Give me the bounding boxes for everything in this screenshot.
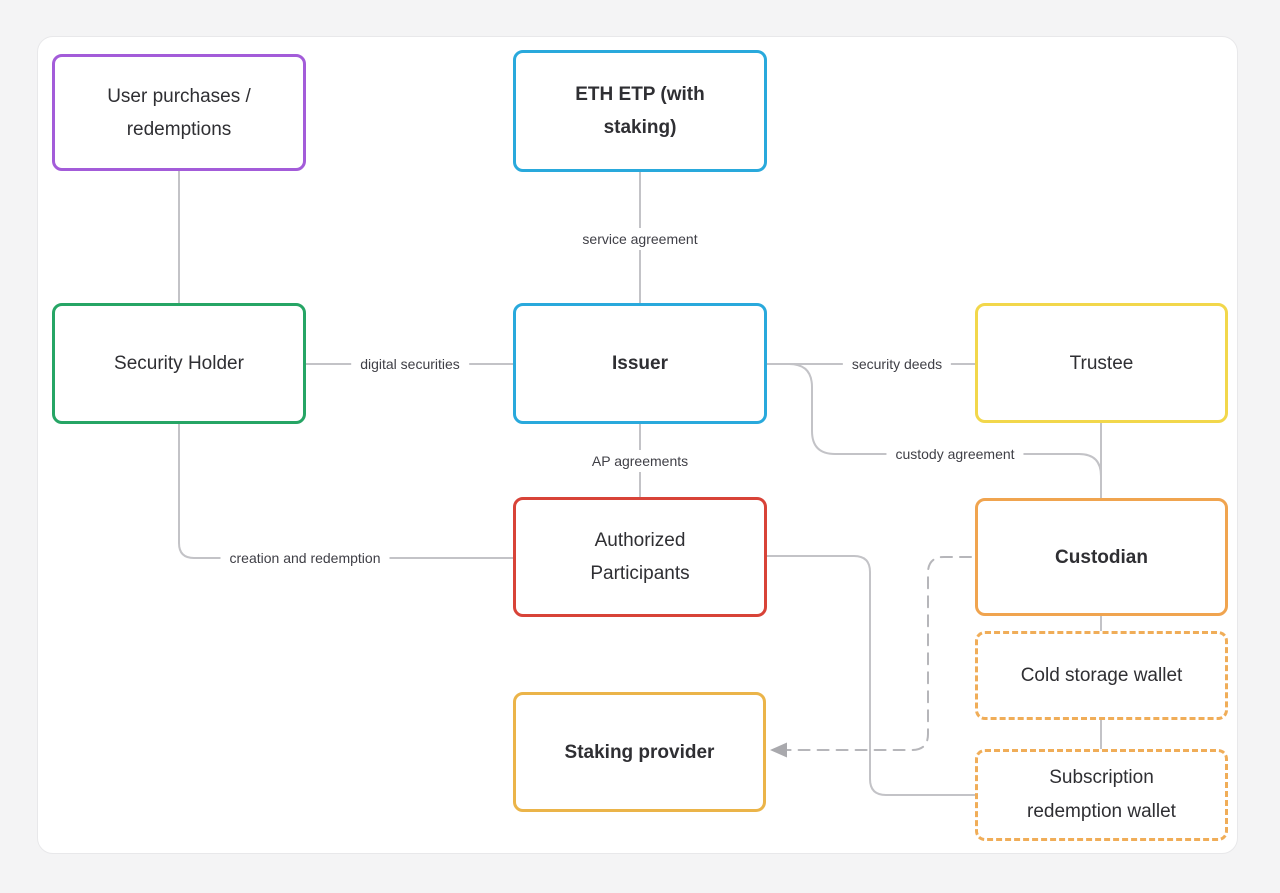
node-custodian: Custodian — [975, 498, 1228, 616]
node-security-holder: Security Holder — [52, 303, 306, 424]
node-authorized-participants-label: Authorized Participants — [590, 530, 690, 584]
node-subscription-redemption-wallet: Subscription redemption wallet — [975, 749, 1228, 841]
node-cold-storage-wallet: Cold storage wallet — [975, 631, 1228, 720]
edge-label-digital-securities: digital securities — [351, 353, 469, 375]
node-cold-storage-wallet-label: Cold storage wallet — [1020, 665, 1183, 686]
edge-label-service-agreement: service agreement — [573, 228, 707, 250]
edge-label-custody-agreement: custody agreement — [886, 443, 1024, 465]
node-issuer-label: Issuer — [612, 353, 668, 374]
node-trustee-label: Trustee — [1069, 352, 1134, 374]
node-subscription-redemption-wallet-label: Subscription redemption wallet — [1027, 767, 1176, 822]
node-authorized-participants: Authorized Participants — [513, 497, 767, 617]
edge-label-creation-and-redemption: creation and redemption — [220, 547, 390, 569]
edge-label-ap-agreements: AP agreements — [582, 450, 698, 472]
node-custodian-label: Custodian — [1055, 546, 1148, 568]
node-staking-provider-label: Staking provider — [564, 741, 715, 763]
node-issuer: Issuer — [513, 303, 767, 424]
node-user-purchases: User purchases / redemptions — [52, 54, 306, 171]
node-eth-etp: ETH ETP (with staking) — [513, 50, 767, 172]
node-trustee: Trustee — [975, 303, 1228, 423]
edge-label-security-deeds: security deeds — [842, 353, 952, 375]
node-staking-provider: Staking provider — [513, 692, 766, 812]
node-security-holder-label: Security Holder — [114, 353, 244, 374]
node-eth-etp-label: ETH ETP (with staking) — [575, 84, 705, 138]
node-user-purchases-label: User purchases / redemptions — [107, 85, 251, 140]
